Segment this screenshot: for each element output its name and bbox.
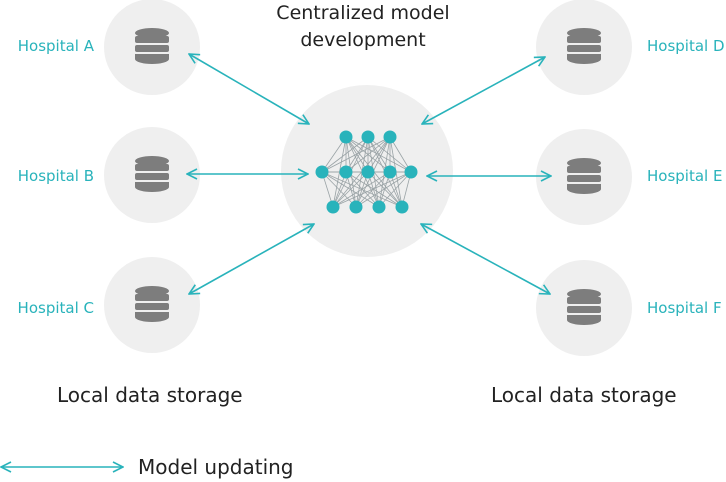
network-edge	[321, 136, 391, 173]
hospital-c-label: Hospital C	[17, 299, 94, 317]
database-icon	[567, 28, 601, 64]
arrow-d-to-center	[422, 57, 545, 124]
network-edge	[355, 171, 412, 208]
network-edge	[367, 136, 412, 173]
network-node	[349, 200, 363, 214]
title-line-2: development	[300, 29, 426, 51]
hospital-f-label: Hospital F	[647, 299, 722, 317]
network-edge	[332, 171, 369, 208]
network-node	[315, 165, 329, 179]
network-edge	[321, 171, 357, 208]
hospital-d-node	[536, 0, 632, 95]
hospital-a-label: Hospital A	[17, 37, 94, 55]
network-node	[372, 200, 386, 214]
network-edge	[332, 171, 412, 208]
network-edge	[345, 136, 369, 173]
network-node	[383, 130, 397, 144]
network-node	[404, 165, 418, 179]
network-edge	[367, 171, 403, 208]
network-edge	[332, 171, 391, 208]
network-node	[326, 200, 340, 214]
network-node	[361, 130, 375, 144]
network-node	[339, 130, 353, 144]
database-icon	[567, 289, 601, 325]
hospital-b-node	[104, 127, 200, 223]
hospital-a-node	[104, 0, 200, 95]
local-storage-label-left: Local data storage	[57, 383, 243, 407]
database-icon	[135, 286, 169, 322]
database-icon	[135, 156, 169, 192]
network-edge	[321, 136, 369, 173]
hospital-f-node	[536, 260, 632, 356]
arrow-f-to-center	[421, 224, 550, 294]
network-edge	[355, 171, 391, 208]
arrow-a-to-center	[189, 54, 309, 124]
local-storage-label-right: Local data storage	[491, 383, 677, 407]
hospital-e-label: Hospital E	[647, 167, 723, 185]
title-line-1: Centralized model	[276, 2, 450, 24]
network-edge	[389, 136, 412, 173]
network-edge	[345, 171, 403, 208]
hospital-d-label: Hospital D	[647, 37, 725, 55]
network-edge	[345, 136, 412, 173]
legend-label: Model updating	[138, 455, 294, 479]
database-icon	[567, 158, 601, 194]
network-nodes	[315, 130, 418, 214]
network-node	[395, 200, 409, 214]
hospital-b-label: Hospital B	[17, 167, 94, 185]
hospital-e-node	[536, 129, 632, 225]
network-edge	[321, 136, 347, 173]
hospital-c-node	[104, 257, 200, 353]
diagram-title: Centralized model development	[238, 0, 488, 54]
network-node	[361, 165, 375, 179]
network-edge	[378, 171, 412, 208]
network-node	[383, 165, 397, 179]
database-icon	[135, 28, 169, 64]
arrow-c-to-center	[189, 224, 314, 294]
network-node	[339, 165, 353, 179]
